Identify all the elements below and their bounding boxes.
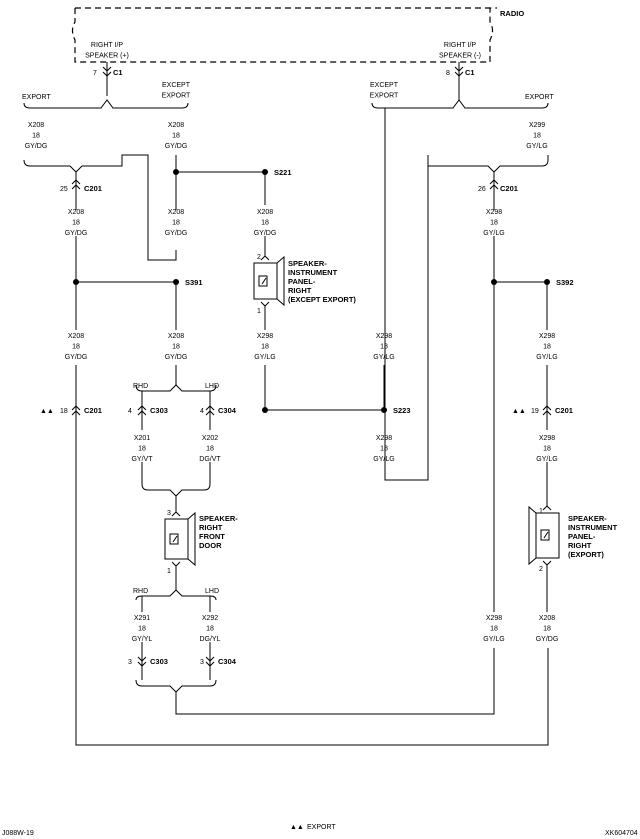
c1-left-connector-symbol bbox=[102, 62, 112, 96]
radio-title: RADIO bbox=[500, 9, 524, 18]
c303-4-pin: 4 bbox=[128, 408, 132, 415]
left-variant-brace bbox=[23, 99, 189, 109]
s223-left-dot bbox=[262, 407, 268, 413]
c201-19-pin: 19 bbox=[531, 408, 539, 415]
s223-splice-node bbox=[381, 407, 387, 413]
speaker-ip-right-except-pin-top: 2 bbox=[257, 254, 261, 261]
c201-26-brace bbox=[384, 108, 549, 481]
c303-4-name: C303 bbox=[150, 406, 168, 415]
c303-c304-bottom-brace bbox=[135, 679, 217, 693]
s392-label: S392 bbox=[556, 278, 574, 287]
c201-18-marker: ▲▲ bbox=[40, 408, 54, 415]
c1-right-connector-symbol bbox=[454, 62, 464, 100]
speaker-ip-right-except-export-symbol bbox=[253, 236, 285, 330]
rhd-top-label: RHD bbox=[133, 383, 148, 390]
c304-3-pin: 3 bbox=[200, 659, 204, 666]
rhd-lhd-top-brace bbox=[135, 384, 217, 392]
rhd-lhd-bottom-brace bbox=[135, 589, 217, 601]
c201-25-pin: 25 bbox=[60, 186, 68, 193]
legend-export-text: EXPORT bbox=[307, 824, 336, 831]
speaker-ip-right-except-pin-bottom: 1 bbox=[257, 308, 261, 315]
rhd-bottom-label: RHD bbox=[133, 588, 148, 595]
speaker-door-pin-top: 3 bbox=[167, 510, 171, 517]
c201-26-pin: 26 bbox=[478, 186, 486, 193]
c1-right-pin: 8 bbox=[446, 70, 450, 77]
s223-label: S223 bbox=[393, 406, 411, 415]
speaker-door-pin-bottom: 1 bbox=[167, 568, 171, 575]
c201-25-brace bbox=[23, 154, 177, 261]
radio-component bbox=[71, 7, 497, 63]
door-speaker-top-brace bbox=[141, 483, 211, 497]
left-export-label: EXPORT bbox=[22, 94, 51, 101]
c201-19-name: C201 bbox=[555, 406, 573, 415]
speaker-ip-export-pin-bottom: 2 bbox=[539, 566, 543, 573]
c1-right-name: C1 bbox=[465, 68, 475, 77]
speaker-right-front-door-symbol bbox=[164, 496, 196, 590]
c303-3-name: C303 bbox=[150, 657, 168, 666]
c303-3-pin: 3 bbox=[128, 659, 132, 666]
s221-label: S221 bbox=[274, 168, 292, 177]
right-variant-brace bbox=[371, 99, 549, 109]
c201-19-marker: ▲▲ bbox=[512, 408, 526, 415]
c304-4-pin: 4 bbox=[200, 408, 204, 415]
lhd-bottom-label: LHD bbox=[205, 588, 219, 595]
c201-18-name: C201 bbox=[84, 406, 102, 415]
legend-marker: ▲▲ bbox=[290, 824, 304, 831]
c201-26-name: C201 bbox=[500, 184, 518, 193]
c201-25-name: C201 bbox=[84, 184, 102, 193]
s391-label: S391 bbox=[185, 278, 203, 287]
c304-4-name: C304 bbox=[218, 406, 237, 415]
c201-18-pin: 18 bbox=[60, 408, 68, 415]
speaker-ip-export-pin-top: 1 bbox=[539, 508, 543, 515]
c1-left-pin: 7 bbox=[93, 70, 97, 77]
speaker-ip-right-export-symbol bbox=[528, 505, 560, 612]
footer-left-code: J088W-19 bbox=[2, 830, 34, 837]
footer-right-code: XK604704 bbox=[605, 830, 638, 837]
c1-left-name: C1 bbox=[113, 68, 123, 77]
c304-3-name: C304 bbox=[218, 657, 237, 666]
lhd-top-label: LHD bbox=[205, 383, 219, 390]
right-export-label: EXPORT bbox=[525, 94, 554, 101]
